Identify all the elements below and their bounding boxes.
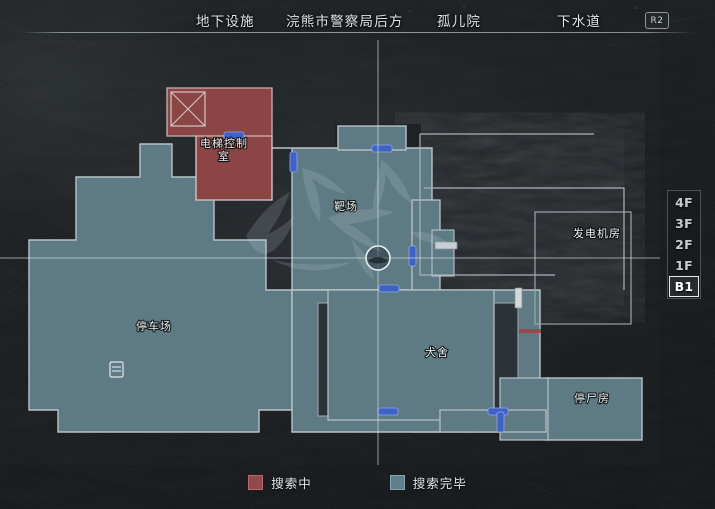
floor-button-3f[interactable]: 3F [675, 216, 693, 231]
legend-label-searching: 搜索中 [271, 475, 312, 491]
searching-rooms [166, 87, 273, 201]
locked-door-indicator [519, 329, 541, 333]
nav-item-rpd-rear[interactable]: 浣熊市警察局后方 [286, 14, 404, 30]
legend-swatch-red [248, 474, 264, 490]
door-marker [378, 284, 400, 293]
label-parking-lot: 停车场 [136, 319, 172, 333]
floor-selector[interactable]: 4F 3F 2F 1F B1 [667, 190, 701, 299]
map-canvas[interactable]: 电梯控制 室 靶场 停车场 犬舍 发电机房 停尸房 [0, 40, 660, 465]
floor-button-b1[interactable]: B1 [669, 276, 699, 297]
typewriter-save-icon[interactable] [109, 361, 124, 378]
legend-swatch-blue [389, 474, 405, 490]
explored-rooms [0, 40, 660, 465]
floor-button-1f[interactable]: 1F [675, 258, 693, 273]
door-marker-grey [434, 241, 458, 250]
label-shooting-range: 靶场 [334, 199, 358, 213]
label-kennel: 犬舍 [425, 345, 449, 359]
legend-entry-searching: 搜索中 [248, 473, 312, 492]
label-morgue: 停尸房 [574, 391, 610, 405]
label-elevator-control-line2: 室 [218, 149, 230, 163]
room-generator[interactable] [534, 211, 632, 325]
door-markers [223, 131, 523, 433]
nav-items: 地下设施 浣熊市警察局后方 孤儿院 下水道 [0, 0, 715, 32]
floor-button-4f[interactable]: 4F [675, 195, 693, 210]
door-marker [289, 151, 298, 173]
legend-entry-completed: 搜索完毕 [389, 473, 467, 492]
legend-label-completed: 搜索完毕 [412, 475, 467, 491]
door-marker [408, 245, 417, 267]
label-generator-room: 发电机房 [573, 226, 621, 240]
nav-item-sewer[interactable]: 下水道 [557, 14, 602, 30]
door-marker-grey [514, 287, 523, 309]
door-marker [223, 131, 245, 140]
floor-button-2f[interactable]: 2F [675, 237, 693, 252]
nav-divider [22, 32, 693, 33]
nav-item-orphanage[interactable]: 孤儿院 [437, 14, 482, 30]
label-elevator-control-line1: 电梯控制 [200, 136, 248, 150]
map-legend: 搜索中 搜索完毕 [0, 472, 715, 492]
door-marker [377, 407, 399, 416]
top-navigation: 地下设施 浣熊市警察局后方 孤儿院 下水道 R2 [0, 0, 715, 33]
unexplored-outlines [419, 133, 632, 325]
blocked-x-marker [170, 91, 206, 127]
player-position-marker [365, 245, 391, 271]
nav-item-underground-facility[interactable]: 地下设施 [196, 14, 255, 30]
door-marker [371, 144, 393, 153]
r2-button[interactable]: R2 [645, 12, 669, 29]
door-marker [496, 411, 505, 433]
